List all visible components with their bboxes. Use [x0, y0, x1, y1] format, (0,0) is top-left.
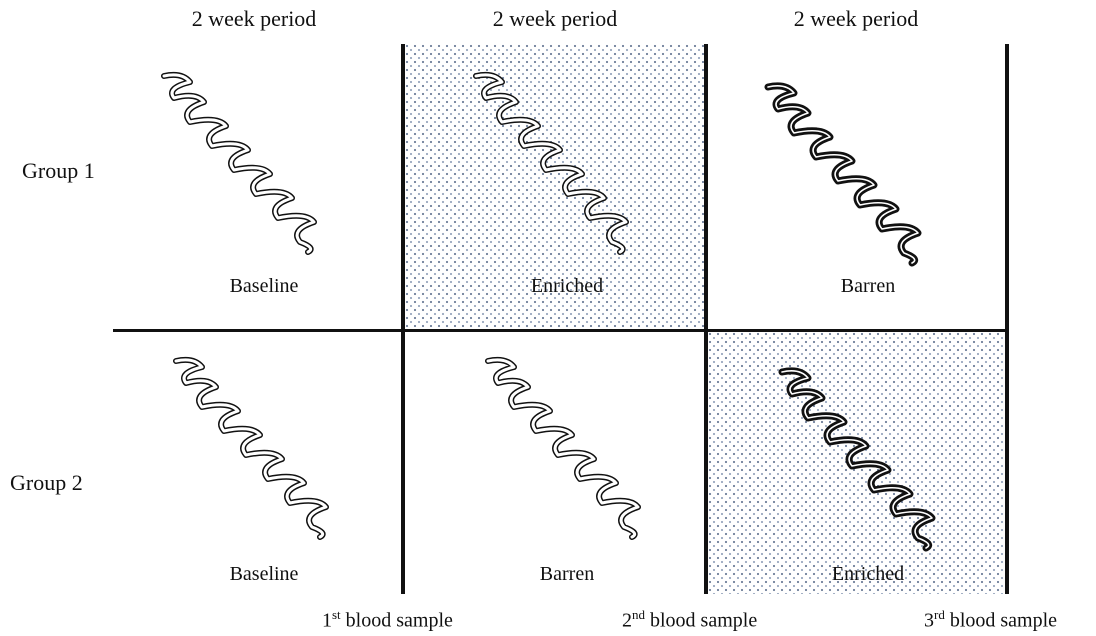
group-label-2: Group 2 [10, 470, 83, 496]
group-divider-line [113, 329, 1008, 332]
period-header-3: 2 week period [706, 6, 1006, 32]
cell-label-group2-period1: Baseline [114, 563, 414, 586]
cell-label-group2-period3: Enriched [718, 563, 1018, 586]
corkscrew-icon [172, 357, 342, 537]
corkscrew-icon [764, 83, 934, 263]
cell-label-group1-period3: Barren [718, 275, 1018, 298]
period-header-1: 2 week period [104, 6, 404, 32]
corkscrew-icon [472, 72, 642, 252]
corkscrew-icon [160, 72, 330, 252]
cell-label-group2-period2: Barren [417, 563, 717, 586]
group-label-1: Group 1 [22, 158, 95, 184]
corkscrew-icon [778, 368, 948, 548]
cell-label-group1-period2: Enriched [417, 275, 717, 298]
blood-sample-label-2: 2nd blood sample [622, 607, 757, 633]
blood-sample-label-3: 3rd blood sample [924, 607, 1057, 633]
divider-line-1 [401, 44, 405, 594]
corkscrew-icon [484, 357, 654, 537]
period-header-2: 2 week period [405, 6, 705, 32]
blood-sample-label-1: 1st blood sample [322, 607, 453, 633]
divider-line-3 [1005, 44, 1009, 594]
cell-label-group1-period1: Baseline [114, 275, 414, 298]
divider-line-2 [704, 44, 708, 594]
